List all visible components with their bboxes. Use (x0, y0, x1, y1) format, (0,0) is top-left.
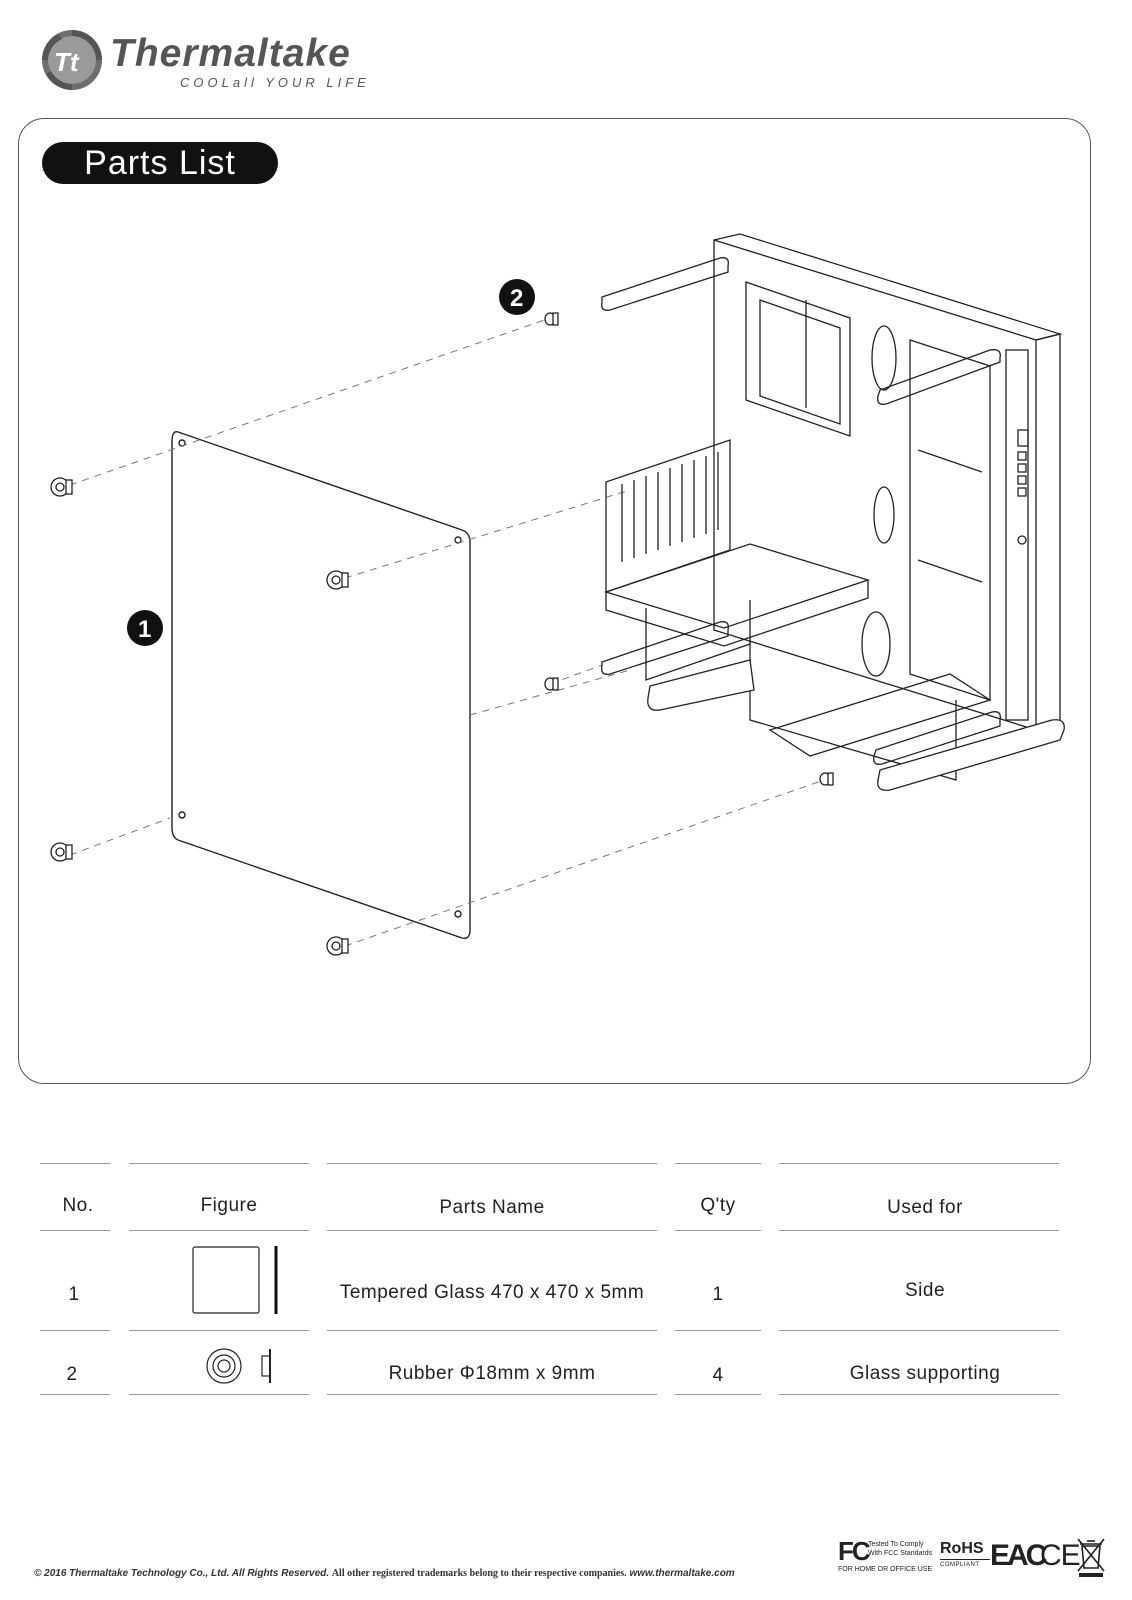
callout-2-number: 2 (510, 285, 523, 312)
brand-tagline: COOLall YOUR LIFE (180, 75, 370, 90)
callout-1-number: 1 (138, 616, 151, 643)
row-1-no: 1 (68, 1284, 80, 1305)
grommet-figure (819, 772, 834, 786)
section-title: Parts List (42, 142, 278, 184)
trademark-text: All other registered trademarks belong t… (331, 1568, 627, 1579)
row-2-name: Rubber Φ18mm x 9mm (388, 1363, 596, 1384)
thermaltake-logo: Tt Thermaltake COOLall YOUR LIFE (38, 26, 398, 96)
tt-logo-icon: Tt (42, 30, 102, 90)
callout-2: 2 (499, 279, 535, 315)
fcc-line-1: Tested To Comply (868, 1541, 924, 1548)
glass-panel-icon (192, 1246, 282, 1321)
header-used-for: Used for (887, 1197, 963, 1218)
grommet-figure (326, 936, 349, 956)
copyright-text: © 2016 Thermaltake Technology Co., Ltd. … (34, 1568, 330, 1579)
grommet-figure (50, 477, 73, 497)
eac-mark: EAC (990, 1539, 1047, 1572)
row-2-no: 2 (66, 1364, 78, 1385)
logo-initials: Tt (54, 47, 80, 77)
glass-panel-figure (171, 431, 471, 940)
row-1-qty: 1 (712, 1284, 724, 1305)
chassis-figure (601, 233, 1065, 791)
fcc-mark: FC Tested To Comply With FCC Standards F… (838, 1536, 956, 1580)
grommet-figure (544, 677, 559, 691)
grommet-figure (50, 842, 73, 862)
website-link[interactable]: www.thermaltake.com (629, 1568, 735, 1579)
header-parts-name: Parts Name (439, 1197, 545, 1218)
weee-bin-icon (1076, 1536, 1106, 1583)
header-qty: Q'ty (700, 1195, 736, 1216)
rohs-logo: RoHS (940, 1540, 990, 1560)
exploded-diagram: 1 2 (50, 233, 1065, 956)
row-2-qty: 4 (712, 1365, 724, 1386)
fcc-logo: FC (838, 1536, 871, 1566)
guide-lines (69, 317, 831, 947)
grommet-figure (326, 570, 349, 590)
header-no: No. (62, 1195, 94, 1216)
rohs-mark: RoHS COMPLIANT (940, 1540, 990, 1568)
row-2-used-for: Glass supporting (849, 1363, 1001, 1384)
parts-diagram-panel (18, 118, 1091, 1084)
grommet-figure (544, 312, 559, 326)
fcc-line-2: With FCC Standards (868, 1550, 933, 1557)
rohs-subtitle: COMPLIANT (940, 1562, 980, 1568)
footer-copyright: © 2016 Thermaltake Technology Co., Ltd. … (34, 1568, 735, 1579)
brand-name: Thermaltake (110, 32, 351, 75)
rubber-grommets (50, 312, 834, 956)
ce-mark: CE (1040, 1539, 1081, 1572)
callout-1: 1 (127, 610, 163, 646)
row-1-name: Tempered Glass 470 x 470 x 5mm (339, 1282, 645, 1303)
parts-table: No. Figure Parts Name Q'ty Used for 1 Te… (40, 1150, 1084, 1395)
rubber-grommet-icon (206, 1346, 286, 1391)
row-1-used-for: Side (904, 1280, 946, 1301)
header-figure: Figure (200, 1195, 258, 1216)
fcc-line-3: FOR HOME OR OFFICE USE (838, 1566, 933, 1573)
